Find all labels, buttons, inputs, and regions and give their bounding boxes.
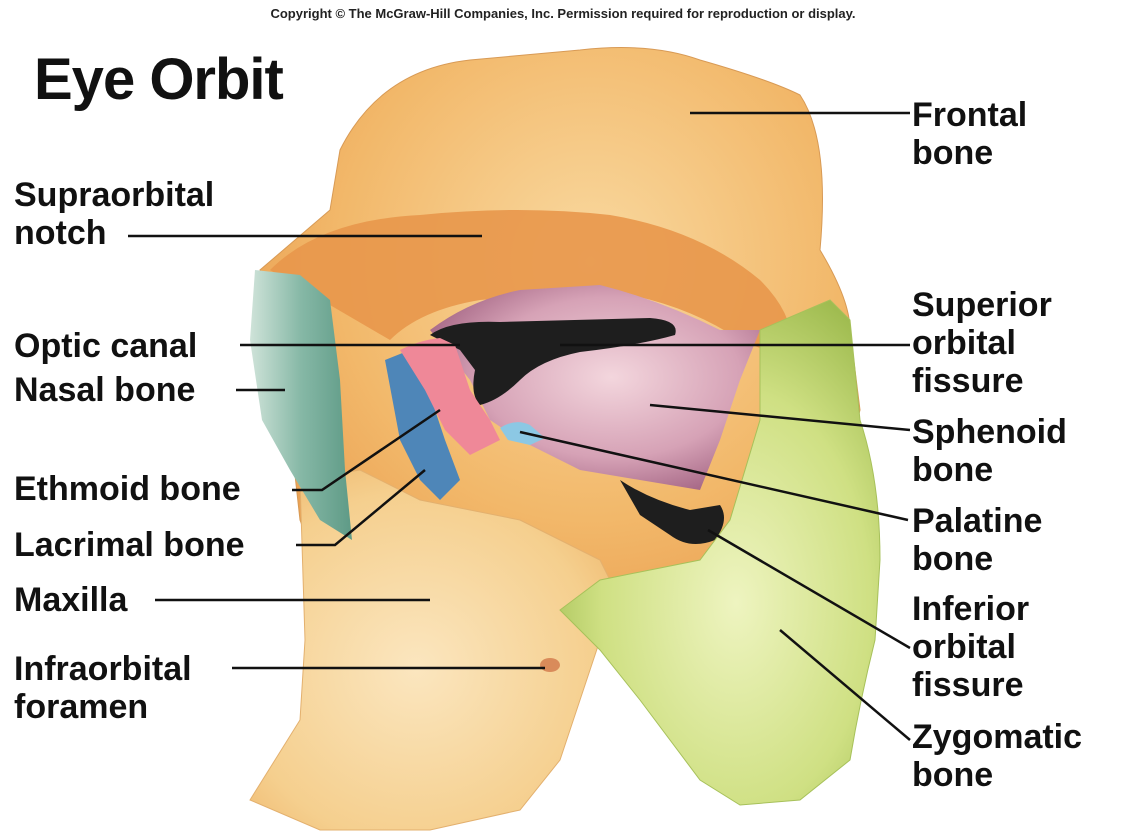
label-supraorbital-notch: Supraorbital notch — [14, 176, 214, 252]
label-ethmoid-bone: Ethmoid bone — [14, 470, 241, 508]
label-nasal-bone: Nasal bone — [14, 371, 195, 409]
copyright-notice: Copyright © The McGraw-Hill Companies, I… — [0, 6, 1126, 21]
label-superior-orbital-fissure: Superior orbital fissure — [912, 286, 1052, 400]
label-lacrimal-bone: Lacrimal bone — [14, 526, 245, 564]
label-optic-canal: Optic canal — [14, 327, 197, 365]
label-sphenoid-bone: Sphenoid bone — [912, 413, 1067, 489]
label-infraorbital-foramen: Infraorbital foramen — [14, 650, 192, 726]
label-palatine-bone: Palatine bone — [912, 502, 1042, 578]
label-zygomatic-bone: Zygomatic bone — [912, 718, 1082, 794]
label-maxilla: Maxilla — [14, 581, 127, 619]
label-frontal-bone: Frontal bone — [912, 96, 1027, 172]
diagram-title: Eye Orbit — [34, 46, 283, 113]
label-inferior-orbital-fissure: Inferior orbital fissure — [912, 590, 1029, 704]
infraorbital-foramen-mark — [540, 658, 560, 672]
